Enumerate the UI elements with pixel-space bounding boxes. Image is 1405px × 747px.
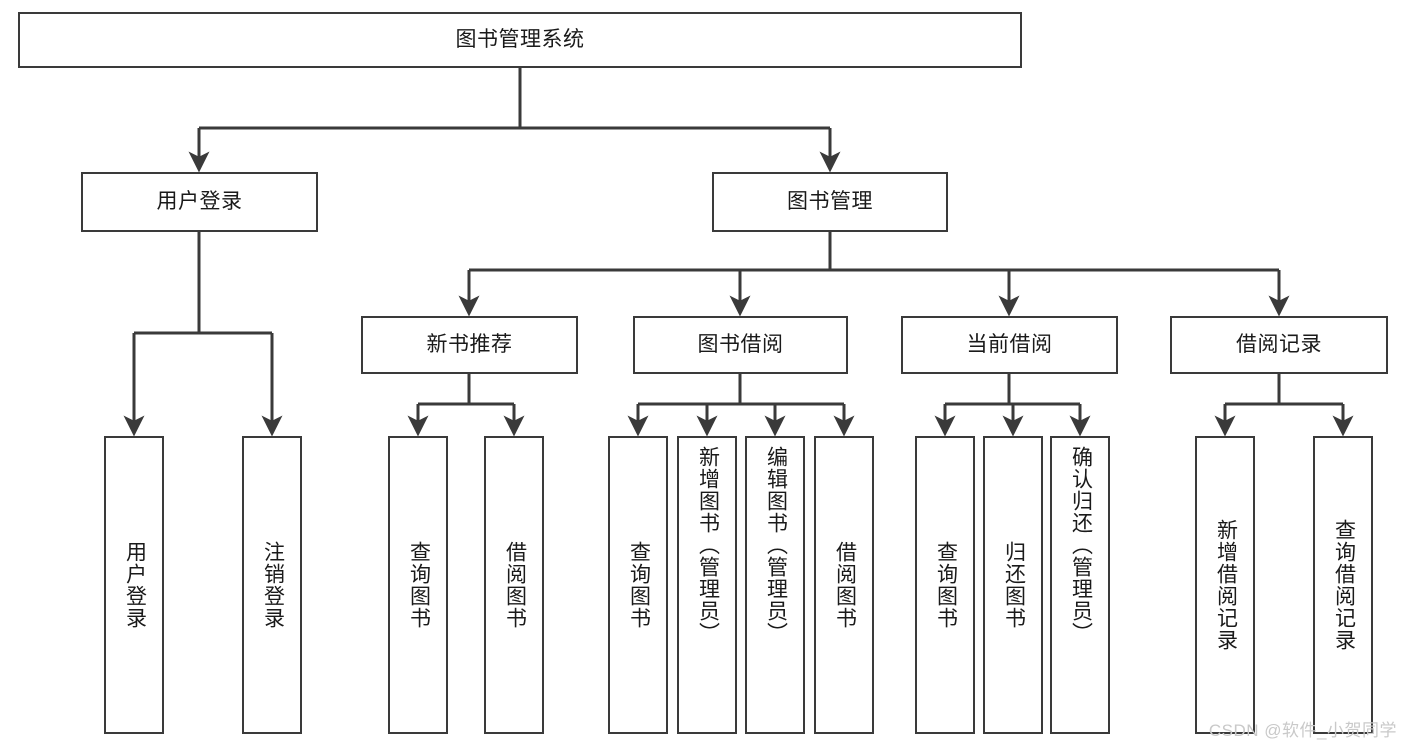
leaf-borrow-query-book[interactable]: 查询图书 bbox=[608, 436, 668, 734]
node-user-login-label: 用户登录 bbox=[156, 190, 243, 214]
node-book-management-label: 图书管理 bbox=[787, 190, 873, 214]
leaf-borrow-add-book-admin[interactable]: 新增图书（管理员） bbox=[677, 436, 737, 734]
leaf-current-confirm-return-admin[interactable]: 确认归还（管理员） bbox=[1050, 436, 1110, 734]
node-new-book-recommend-label: 新书推荐 bbox=[426, 333, 513, 357]
leaf-record-add-record-label: 新增借阅记录 bbox=[1214, 519, 1238, 651]
leaf-borrow-add-book-admin-label: 新增图书（管理员） bbox=[696, 446, 720, 644]
leaf-logout[interactable]: 注销登录 bbox=[242, 436, 302, 734]
leaf-borrow-edit-book-admin[interactable]: 编辑图书（管理员） bbox=[745, 436, 805, 734]
leaf-logout-label: 注销登录 bbox=[261, 541, 285, 629]
node-root[interactable]: 图书管理系统 bbox=[18, 12, 1022, 68]
leaf-user-login[interactable]: 用户登录 bbox=[104, 436, 164, 734]
node-user-login[interactable]: 用户登录 bbox=[81, 172, 318, 232]
leaf-newbook-query-book[interactable]: 查询图书 bbox=[388, 436, 448, 734]
leaf-borrow-borrow-book[interactable]: 借阅图书 bbox=[814, 436, 874, 734]
node-book-borrow[interactable]: 图书借阅 bbox=[633, 316, 848, 374]
leaf-borrow-query-book-label: 查询图书 bbox=[627, 541, 651, 629]
node-book-borrow-label: 图书借阅 bbox=[697, 333, 784, 357]
leaf-record-query-record[interactable]: 查询借阅记录 bbox=[1313, 436, 1373, 734]
node-book-management[interactable]: 图书管理 bbox=[712, 172, 948, 232]
leaf-newbook-borrow-book-label: 借阅图书 bbox=[503, 541, 527, 629]
leaf-current-query-book-label: 查询图书 bbox=[934, 541, 958, 629]
leaf-newbook-borrow-book[interactable]: 借阅图书 bbox=[484, 436, 544, 734]
leaf-current-return-book-label: 归还图书 bbox=[1002, 541, 1026, 629]
leaf-newbook-query-book-label: 查询图书 bbox=[407, 541, 431, 629]
node-new-book-recommend[interactable]: 新书推荐 bbox=[361, 316, 578, 374]
leaf-current-return-book[interactable]: 归还图书 bbox=[983, 436, 1043, 734]
leaf-current-confirm-return-admin-label: 确认归还（管理员） bbox=[1069, 446, 1093, 644]
node-current-borrow-label: 当前借阅 bbox=[966, 333, 1053, 357]
node-borrow-record[interactable]: 借阅记录 bbox=[1170, 316, 1388, 374]
leaf-user-login-label: 用户登录 bbox=[123, 541, 147, 629]
node-current-borrow[interactable]: 当前借阅 bbox=[901, 316, 1118, 374]
node-root-label: 图书管理系统 bbox=[455, 28, 585, 52]
leaf-current-query-book[interactable]: 查询图书 bbox=[915, 436, 975, 734]
leaf-record-add-record[interactable]: 新增借阅记录 bbox=[1195, 436, 1255, 734]
leaf-borrow-edit-book-admin-label: 编辑图书（管理员） bbox=[764, 446, 788, 644]
node-borrow-record-label: 借阅记录 bbox=[1236, 333, 1322, 357]
watermark: CSDN @软件_小贺同学 bbox=[1208, 721, 1397, 740]
leaf-borrow-borrow-book-label: 借阅图书 bbox=[833, 541, 857, 629]
leaf-record-query-record-label: 查询借阅记录 bbox=[1332, 519, 1356, 651]
